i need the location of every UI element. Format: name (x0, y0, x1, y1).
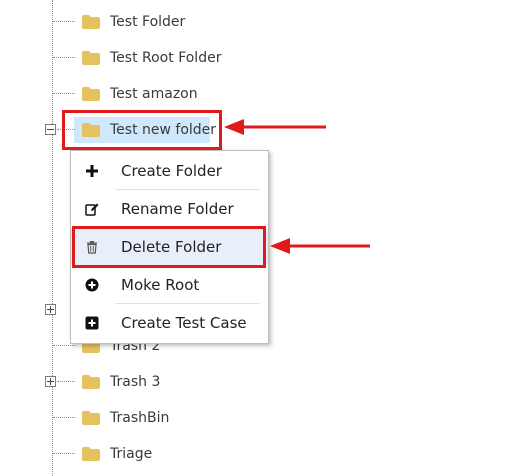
menu-item-delete-folder[interactable]: Delete Folder (71, 229, 268, 265)
tree-item-test-new-folder[interactable]: Test new folder (0, 116, 508, 144)
tree-item-label: Test new folder (110, 122, 217, 138)
expand-toggle-icon[interactable] (45, 376, 56, 387)
annotation-box-folder (62, 110, 222, 150)
circle-plus-icon (85, 278, 99, 292)
annotation-box-delete (72, 226, 266, 268)
menu-item-label: Moke Root (121, 276, 200, 294)
context-menu: Create Folder Rename Folder Delete Folde… (70, 150, 269, 344)
tree-item-test-folder[interactable]: Test Folder (0, 8, 508, 36)
tree-guide-line (52, 0, 53, 476)
menu-item-moke-root[interactable]: Moke Root (71, 267, 268, 303)
menu-item-create-test-case[interactable]: Create Test Case (71, 305, 268, 341)
menu-divider (115, 189, 260, 190)
folder-icon (82, 375, 100, 389)
tree-item-test-root-folder[interactable]: Test Root Folder (0, 44, 508, 72)
tree-item-trashbin[interactable]: TrashBin (0, 404, 508, 432)
tree-item-label: Test amazon (110, 86, 198, 102)
folder-icon (82, 411, 100, 425)
menu-item-label: Create Test Case (121, 314, 247, 332)
trash-icon (87, 241, 97, 254)
tree-connector (53, 345, 75, 346)
tree-connector (53, 453, 75, 454)
tree-item-test-amazon[interactable]: Test amazon (0, 80, 508, 108)
folder-icon (82, 87, 100, 101)
folder-icon (82, 123, 100, 137)
tree-item-trash-3[interactable]: Trash 3 (0, 368, 508, 396)
menu-item-label: Create Folder (121, 162, 222, 180)
tree-item-triage[interactable]: Triage (0, 440, 508, 468)
square-plus-icon (85, 316, 99, 330)
tree-connector (53, 93, 75, 94)
annotation-arrow-icon (270, 238, 370, 254)
menu-item-label: Delete Folder (121, 238, 222, 256)
collapse-toggle-icon[interactable] (45, 124, 56, 135)
tree-connector (53, 57, 75, 58)
tree-connector (53, 417, 75, 418)
tree-item-label: Trash 3 (110, 374, 161, 390)
folder-icon (82, 447, 100, 461)
tree-item-label: Test Folder (110, 14, 186, 30)
tree-item-label: Test Root Folder (110, 50, 222, 66)
annotation-arrow-icon (224, 119, 326, 135)
tree-item-label: TrashBin (110, 410, 170, 426)
tree-item-collapsed[interactable] (0, 296, 508, 324)
folder-icon (82, 15, 100, 29)
menu-item-rename-folder[interactable]: Rename Folder (71, 191, 268, 227)
menu-item-create-folder[interactable]: Create Folder (71, 153, 268, 189)
expand-toggle-icon[interactable] (45, 304, 56, 315)
tree-connector (57, 381, 75, 382)
menu-item-label: Rename Folder (121, 200, 234, 218)
edit-icon (85, 203, 99, 216)
tree-item-label: Triage (110, 446, 153, 462)
plus-icon (86, 165, 98, 177)
tree-connector (53, 21, 75, 22)
menu-divider (115, 303, 260, 304)
folder-icon (82, 51, 100, 65)
tree-connector (57, 129, 75, 130)
